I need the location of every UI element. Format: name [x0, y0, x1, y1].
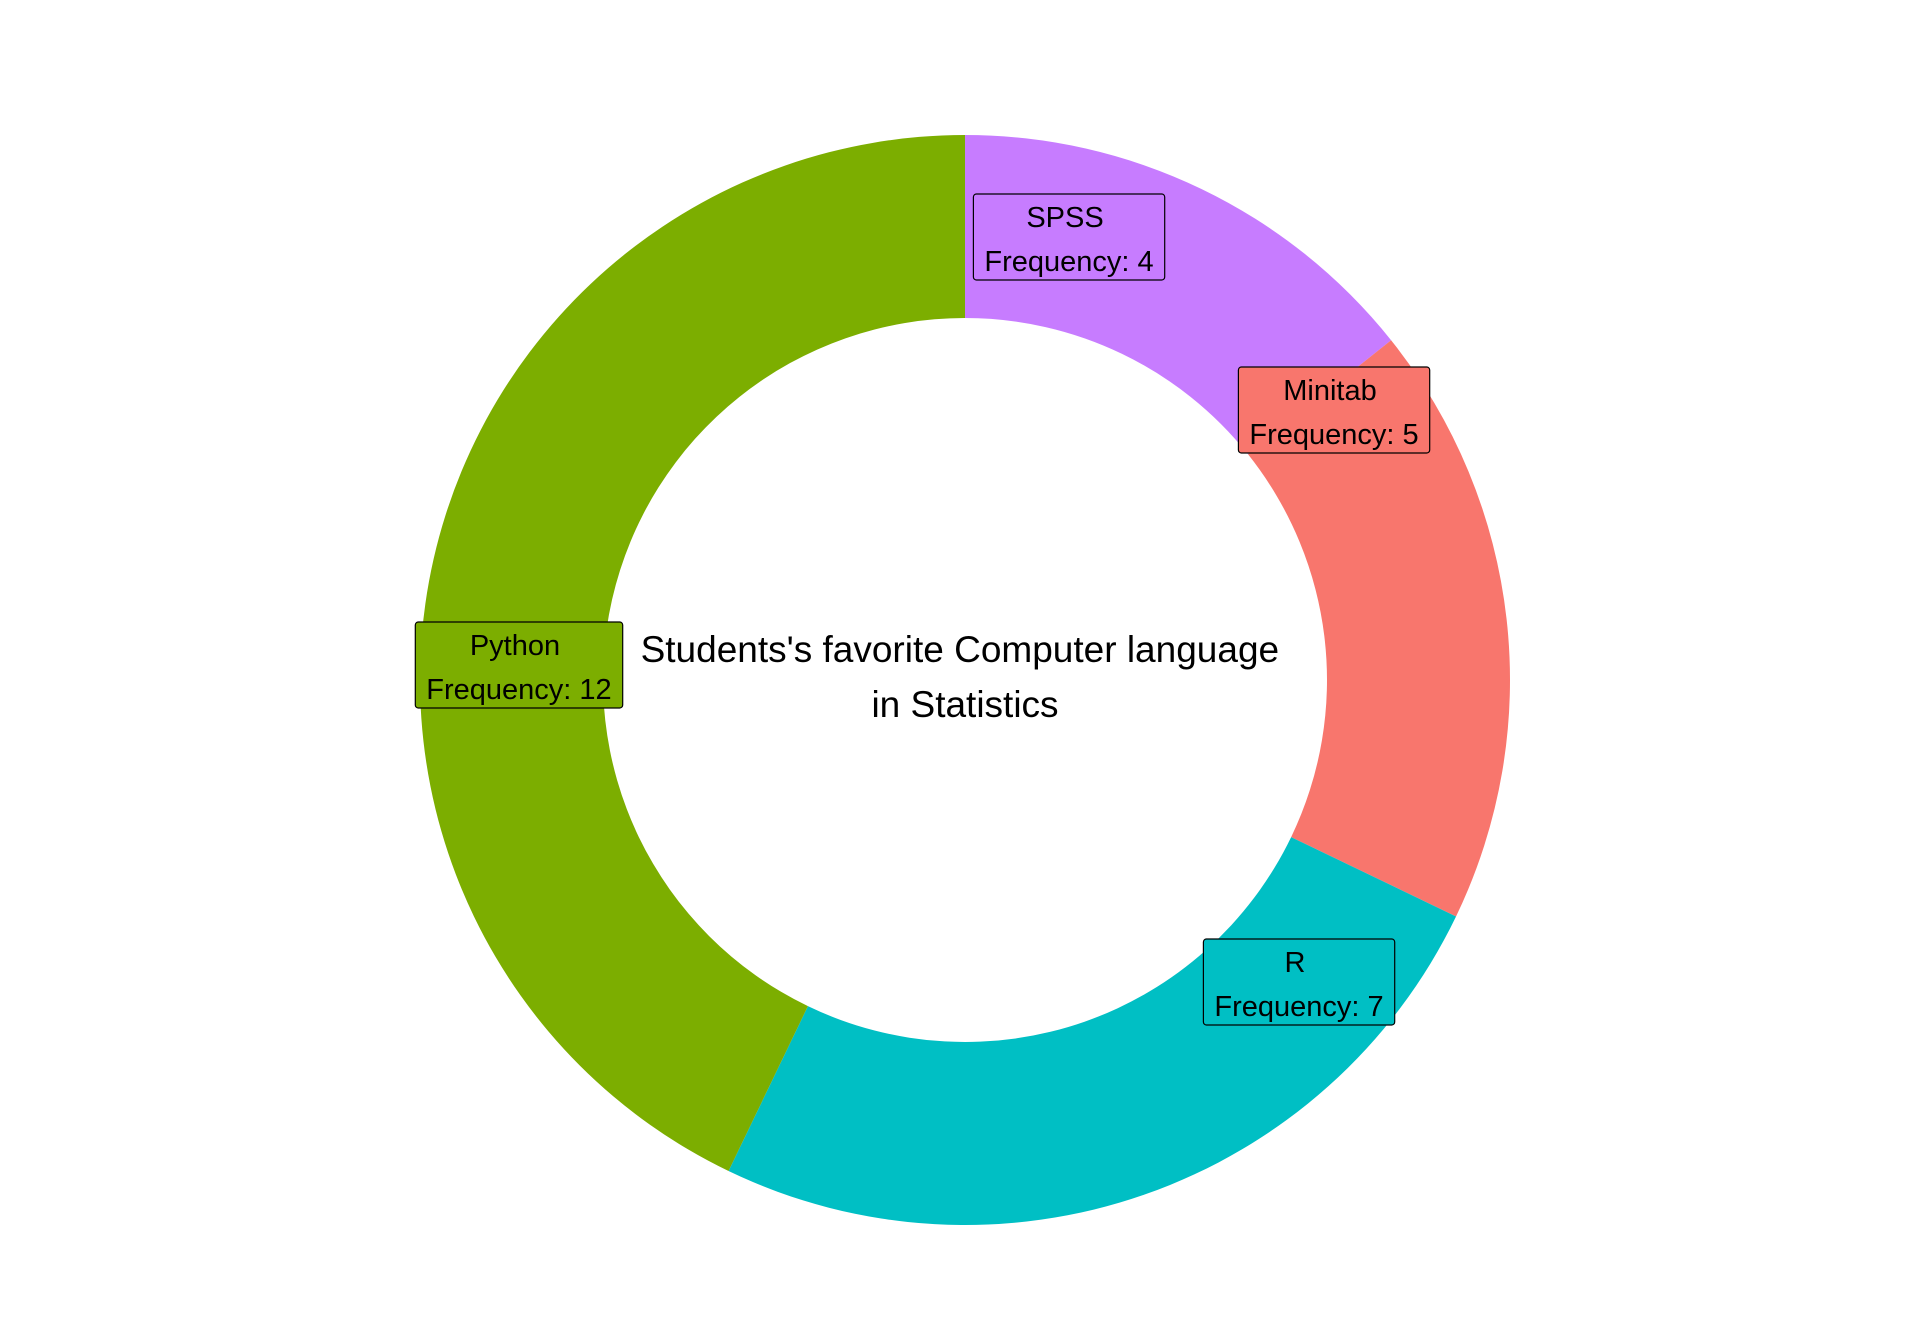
chart-title-line-1: Students's favorite Computer language	[641, 629, 1280, 670]
slice-label-box	[1202, 938, 1396, 1026]
slice-label-box	[414, 621, 624, 709]
slice-label-box	[1237, 366, 1431, 454]
slice-label-frequency: Frequency: 12	[426, 674, 611, 706]
slice-label-frequency: Frequency: 5	[1249, 419, 1418, 451]
chart-title: Students's favorite Computer language in…	[641, 629, 1290, 725]
slice-label-name: SPSS	[1026, 202, 1103, 234]
slice-label-r: R Frequency: 7	[1202, 938, 1396, 1026]
slice-label-name: R	[1285, 947, 1306, 979]
chart-title-line-2: in Statistics	[871, 684, 1058, 725]
donut-slices	[419, 135, 1511, 1226]
slice-label-name: Minitab	[1283, 375, 1377, 407]
slice-label-frequency: Frequency: 4	[984, 246, 1153, 278]
slice-label-box	[972, 193, 1166, 281]
slice-label-frequency: Frequency: 7	[1214, 991, 1383, 1023]
slice-r	[728, 837, 1457, 1226]
slice-label-name: Python	[470, 630, 560, 662]
slice-label-spss: SPSS Frequency: 4	[972, 193, 1166, 281]
slice-minitab	[1248, 340, 1511, 917]
slice-python	[419, 135, 965, 1172]
